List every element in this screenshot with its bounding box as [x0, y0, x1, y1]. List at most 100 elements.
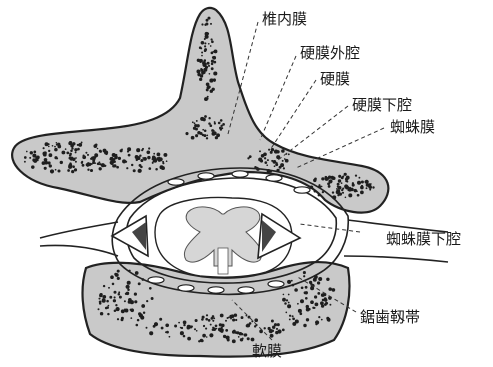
left-lateral-membrane [40, 222, 118, 238]
stipple-dot [208, 117, 210, 119]
stipple-dot [204, 129, 207, 132]
stipple-dot [366, 187, 368, 189]
stipple-dot [74, 148, 77, 151]
stipple-dot [49, 164, 52, 167]
right-lateral-membrane-2 [344, 256, 448, 262]
stipple-dot [117, 270, 120, 273]
stipple-dot [306, 318, 309, 321]
stipple-dot [292, 322, 296, 326]
stipple-dot [141, 304, 145, 308]
stipple-dot [232, 318, 235, 321]
stipple-dot [355, 174, 357, 176]
stipple-dot [314, 178, 317, 181]
label-dura-mater: 硬膜 [320, 70, 350, 88]
stipple-dot [329, 304, 331, 306]
epidural-vessel [198, 173, 214, 179]
stipple-dot [206, 137, 208, 139]
stipple-dot [134, 300, 137, 303]
stipple-dot [196, 69, 200, 73]
stipple-dot [151, 297, 154, 300]
stipple-dot [321, 186, 323, 188]
stipple-dot [241, 316, 244, 319]
stipple-dot [199, 78, 202, 81]
stipple-dot [306, 305, 309, 308]
stipple-dot [276, 328, 278, 330]
stipple-dot [331, 177, 334, 180]
stipple-dot [174, 325, 177, 328]
stipple-dot [93, 144, 97, 148]
stipple-dot [99, 167, 102, 170]
stipple-dot [194, 124, 197, 127]
stipple-dot [288, 153, 290, 155]
label-arachnoid: 蜘蛛膜 [390, 118, 435, 136]
epidural-vessel [178, 285, 194, 291]
stipple-dot [211, 67, 214, 70]
stipple-dot [197, 59, 200, 62]
stipple-dot [289, 315, 291, 317]
stipple-dot [213, 71, 217, 75]
stipple-dot [66, 152, 69, 155]
stipple-dot [116, 307, 120, 311]
stipple-dot [121, 318, 124, 321]
stipple-dot [162, 162, 164, 164]
stipple-dot [191, 325, 193, 327]
stipple-dot [318, 194, 321, 197]
stipple-dot [118, 291, 120, 293]
stipple-dot [207, 62, 210, 65]
stipple-dot [99, 163, 101, 165]
stipple-dot [303, 275, 305, 277]
stipple-dot [292, 315, 294, 317]
stipple-dot [57, 143, 61, 147]
stipple-dot [148, 147, 150, 149]
stipple-dot [185, 132, 188, 135]
stipple-dot [49, 153, 53, 157]
stipple-dot [128, 154, 131, 157]
stipple-dot [297, 303, 299, 305]
stipple-dot [277, 323, 280, 326]
stipple-dot [213, 317, 215, 319]
stipple-dot [127, 281, 131, 285]
stipple-dot [60, 161, 63, 164]
stipple-dot [69, 154, 72, 157]
stipple-dot [292, 317, 295, 320]
epidural-vessel [208, 287, 224, 293]
stipple-dot [146, 327, 148, 329]
stipple-dot [56, 157, 58, 159]
stipple-dot [143, 312, 145, 314]
stipple-dot [183, 324, 185, 326]
stipple-dot [203, 60, 206, 63]
stipple-dot [126, 167, 128, 169]
stipple-dot [130, 300, 134, 304]
stipple-dot [104, 165, 106, 167]
stipple-dot [65, 148, 67, 150]
stipple-dot [135, 271, 139, 275]
stipple-dot [163, 153, 167, 157]
stipple-dot [200, 132, 203, 135]
stipple-dot [199, 46, 202, 49]
stipple-dot [201, 339, 204, 342]
stipple-dot [327, 319, 330, 322]
stipple-dot [244, 333, 247, 336]
stipple-dot [183, 335, 186, 338]
stipple-dot [268, 149, 270, 151]
stipple-dot [274, 165, 276, 167]
stipple-dot [213, 57, 215, 59]
stipple-dot [211, 40, 214, 43]
stipple-dot [29, 157, 31, 159]
stipple-dot [69, 141, 72, 144]
stipple-dot [180, 331, 184, 335]
stipple-dot [74, 168, 77, 171]
stipple-dot [357, 194, 360, 197]
stipple-dot [321, 177, 324, 180]
stipple-dot [116, 166, 119, 169]
stipple-dot [259, 330, 263, 334]
stipple-dot [318, 277, 322, 281]
stipple-dot [81, 161, 83, 163]
stipple-dot [103, 296, 105, 298]
stipple-dot [227, 339, 230, 342]
stipple-dot [152, 156, 156, 160]
stipple-dot [204, 97, 208, 101]
stipple-dot [45, 153, 47, 155]
stipple-dot [201, 52, 203, 54]
stipple-dot [341, 182, 343, 184]
